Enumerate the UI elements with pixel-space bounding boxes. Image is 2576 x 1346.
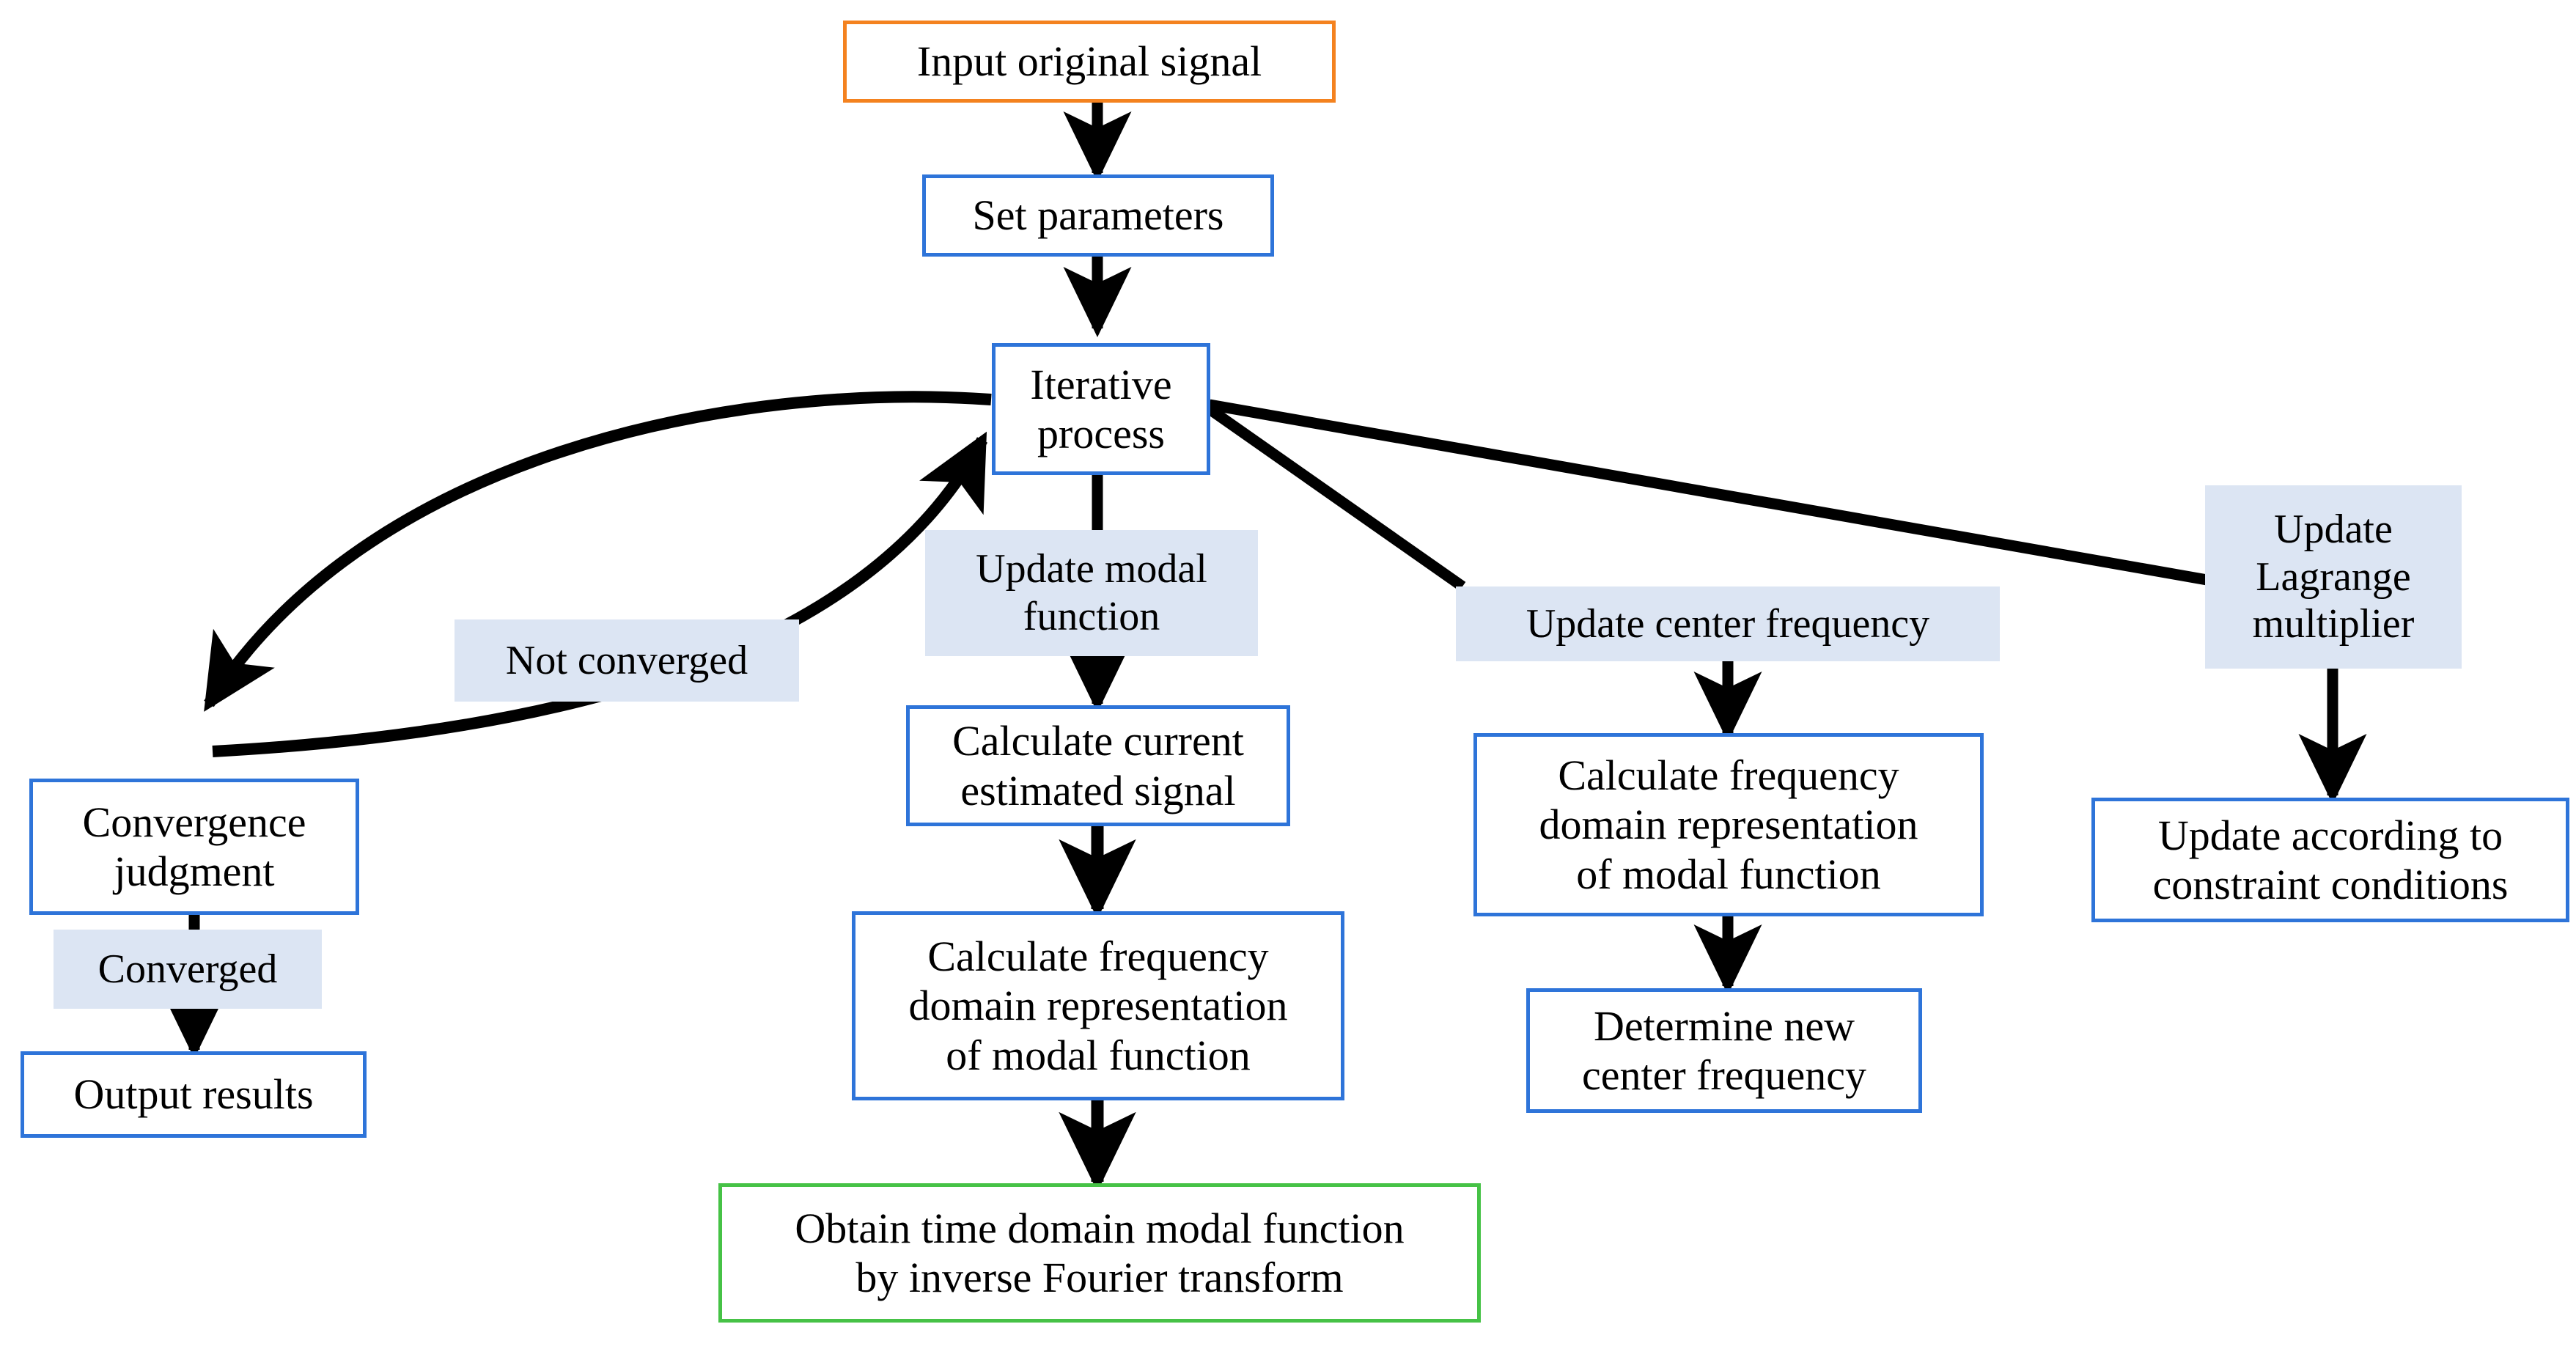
node-label: Calculate frequency domain representatio… (1539, 751, 1918, 898)
node-label: Obtain time domain modal function by inv… (795, 1204, 1405, 1301)
edge-convergence-judgment-to-iterative-process (212, 431, 988, 757)
node-calculate-freq-domain-modal-mid[interactable]: Calculate frequency domain representatio… (852, 911, 1344, 1100)
node-label: Set parameters (972, 191, 1224, 240)
label-update-lagrange-multiplier: Update Lagrange multiplier (2205, 485, 2462, 669)
node-determine-new-center-frequency[interactable]: Determine new center frequency (1526, 988, 1922, 1113)
edge-iterative-process-to-update-lagrange-multiplier (1208, 399, 2217, 587)
node-label: Input original signal (916, 37, 1262, 86)
label-text: Update center frequency (1526, 600, 1930, 647)
label-text: Not converged (505, 637, 748, 683)
label-text: Update modal function (976, 546, 1207, 639)
node-output-results[interactable]: Output results (21, 1051, 367, 1138)
node-calculate-freq-domain-modal-right[interactable]: Calculate frequency domain representatio… (1473, 733, 1984, 916)
node-iterative-process[interactable]: Iterative process (992, 343, 1210, 475)
label-text: Update Lagrange multiplier (2252, 506, 2415, 647)
label-text: Converged (97, 946, 278, 992)
node-label: Iterative process (1030, 360, 1172, 457)
label-update-modal-function: Update modal function (925, 530, 1258, 656)
label-update-center-frequency: Update center frequency (1456, 586, 2000, 661)
node-label: Calculate frequency domain representatio… (908, 933, 1288, 1079)
node-convergence-judgment[interactable]: Convergence judgment (29, 779, 359, 915)
node-label: Output results (73, 1070, 314, 1119)
node-label: Calculate current estimated signal (952, 717, 1244, 814)
label-not-converged: Not converged (455, 619, 799, 702)
node-label: Convergence judgment (82, 798, 306, 895)
node-calculate-current-estimated-signal[interactable]: Calculate current estimated signal (906, 705, 1290, 826)
node-input-original-signal[interactable]: Input original signal (843, 21, 1336, 103)
node-label: Update according to constraint condition… (2152, 811, 2509, 908)
node-update-according-to-constraint[interactable]: Update according to constraint condition… (2091, 798, 2569, 922)
node-label: Determine new center frequency (1581, 1001, 1867, 1099)
node-set-parameters[interactable]: Set parameters (922, 174, 1274, 257)
node-obtain-time-domain-modal-function[interactable]: Obtain time domain modal function by inv… (718, 1183, 1481, 1323)
label-converged: Converged (54, 930, 322, 1009)
